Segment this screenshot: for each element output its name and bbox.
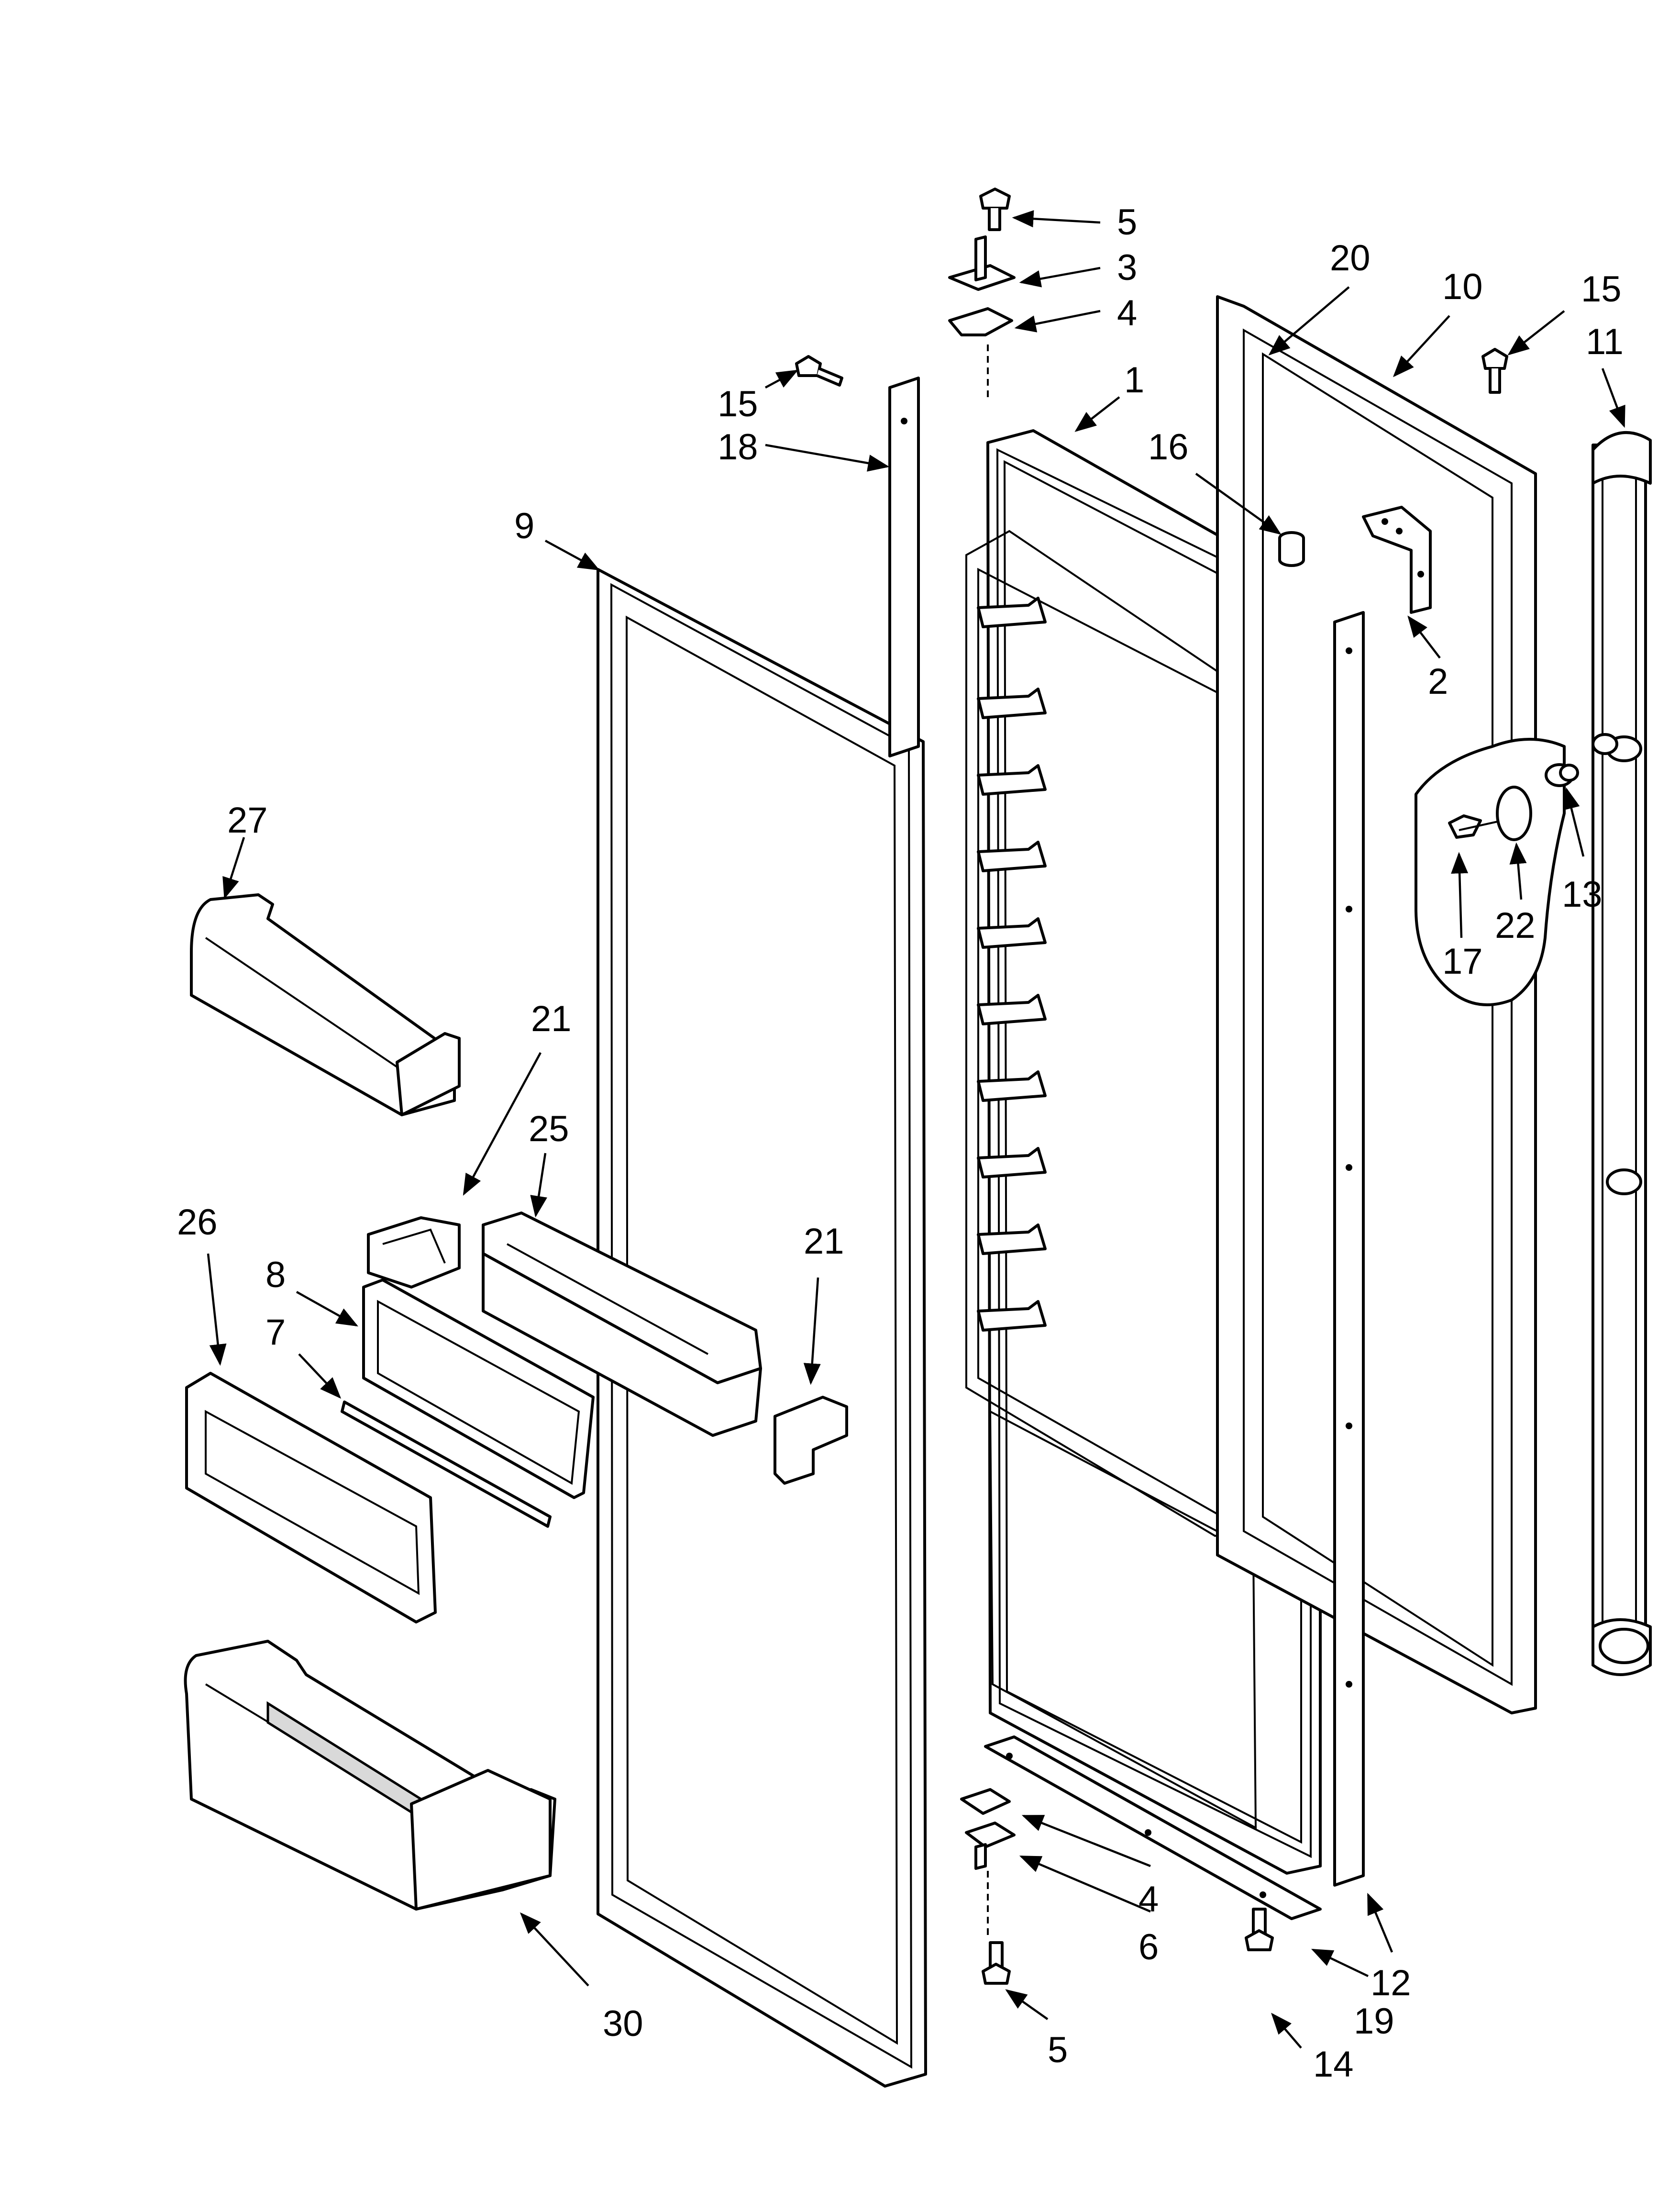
callout-14: 14: [1313, 2044, 1354, 2085]
leader-17: [1451, 852, 1469, 938]
callout-22: 22: [1495, 905, 1536, 946]
leader-5-bottom: [1005, 1989, 1049, 2020]
screw-part-5-top: [979, 188, 1011, 231]
leader-14: [1271, 2012, 1302, 2049]
leader-4-top: [1014, 310, 1101, 333]
plug-part-16: [1278, 531, 1305, 567]
leader-25: [530, 1153, 547, 1218]
leader-22: [1509, 842, 1527, 900]
screw-part-14: [1245, 1908, 1274, 1951]
callout-leaders: [207, 210, 1625, 2049]
hinge-part-6: [965, 1822, 1016, 1870]
callout-1: 1: [1124, 360, 1144, 400]
callout-15-left: 15: [718, 384, 758, 424]
dairy-door-part-26: [185, 1372, 437, 1623]
leader-16: [1195, 473, 1282, 535]
callout-5-bottom: 5: [1048, 2030, 1068, 2070]
callout-4-bottom: 4: [1138, 1879, 1159, 1920]
bracket-part-2: [1362, 506, 1432, 614]
door-gasket-part-9: [597, 568, 927, 2088]
bin-bracket-part-21-right: [774, 1396, 848, 1485]
callout-3: 3: [1117, 247, 1137, 288]
leader-26: [207, 1253, 227, 1366]
screw-part-15-right: [1481, 348, 1508, 394]
callout-18: 18: [718, 427, 758, 467]
leader-2: [1407, 615, 1441, 659]
screw-part-15-left: [795, 355, 843, 387]
callout-2: 2: [1428, 661, 1448, 702]
outer-door-frame-part-10: [1216, 295, 1537, 1714]
leader-7: [298, 1353, 342, 1399]
bottom-hinge-assembly: [960, 1788, 1016, 1985]
leader-3: [1019, 267, 1101, 288]
callout-21-right: 21: [804, 1221, 844, 1262]
leader-4-bottom: [1021, 1814, 1151, 1867]
leader-21-right: [803, 1277, 821, 1385]
callout-11: 11: [1586, 322, 1624, 362]
side-trim-part-12: [1333, 611, 1365, 1887]
callout-17: 17: [1442, 941, 1483, 982]
leader-30: [520, 1912, 589, 1987]
callout-10: 10: [1442, 267, 1483, 307]
hinge-shim-part-4-top: [948, 307, 1013, 336]
leader-9: [544, 540, 600, 571]
screw-part-17: [1448, 814, 1503, 839]
leader-21-left: [463, 1052, 542, 1196]
hinge-part-3: [948, 235, 1016, 291]
leader-13: [1563, 787, 1585, 857]
callout-30: 30: [603, 2003, 643, 2044]
callout-25: 25: [529, 1109, 569, 1149]
leader-20: [1268, 286, 1350, 356]
callout-20: 20: [1330, 238, 1371, 278]
leader-10: [1393, 315, 1450, 378]
door-handle-part-11: [1592, 431, 1652, 1676]
callout-9: 9: [514, 506, 534, 546]
callout-21-left: 21: [531, 999, 572, 1039]
door-bin-part-30: [184, 1640, 556, 1911]
callout-27: 27: [227, 800, 268, 841]
leader-8: [296, 1291, 358, 1327]
dairy-door-frame-part-8: [362, 1278, 595, 1499]
spacer-plate-part-22: [1496, 786, 1532, 841]
handle-mount-detail: [1415, 733, 1618, 1006]
leader-15-left: [764, 369, 798, 389]
door-liner-shelf-ribs: [977, 597, 1047, 1332]
leader-19: [1311, 1948, 1369, 1978]
leader-6: [1019, 1855, 1151, 1913]
callout-16: 16: [1148, 427, 1189, 467]
callout-8: 8: [265, 1255, 286, 1295]
strip-part-7: [341, 1401, 552, 1528]
top-hinge-assembly: [948, 188, 1016, 397]
leader-1: [1074, 396, 1120, 432]
callout-13: 13: [1562, 874, 1603, 915]
callout-labels: 5 3 4 20 10 15 11 15 18 1 16 9 2 27 17 2…: [177, 202, 1624, 2085]
bin-bracket-part-21-left: [367, 1216, 461, 1289]
bottom-trim-part-19: [984, 1735, 1322, 1920]
callout-7: 7: [265, 1312, 286, 1353]
hinge-trim-part-18: [888, 377, 920, 757]
screw-part-5-bottom: [982, 1941, 1011, 1985]
callout-12: 12: [1371, 1963, 1411, 2003]
callout-4-top: 4: [1117, 293, 1137, 333]
leader-11: [1601, 368, 1625, 428]
callout-26: 26: [177, 1202, 218, 1243]
leader-27: [222, 837, 245, 900]
callout-5-top: 5: [1117, 202, 1137, 243]
leader-5-top: [1012, 210, 1101, 228]
dairy-compartment-part-25: [482, 1212, 762, 1437]
callout-19: 19: [1354, 2001, 1394, 2042]
leader-18: [765, 444, 890, 472]
leader-15-right: [1507, 310, 1565, 356]
callout-15-right: 15: [1581, 269, 1622, 310]
hinge-shim-part-4-bottom: [960, 1788, 1011, 1815]
door-bin-part-27: [190, 893, 461, 1116]
callout-6: 6: [1138, 1927, 1159, 1967]
leader-12: [1367, 1892, 1393, 1953]
bushing-part-13: [1545, 763, 1579, 787]
